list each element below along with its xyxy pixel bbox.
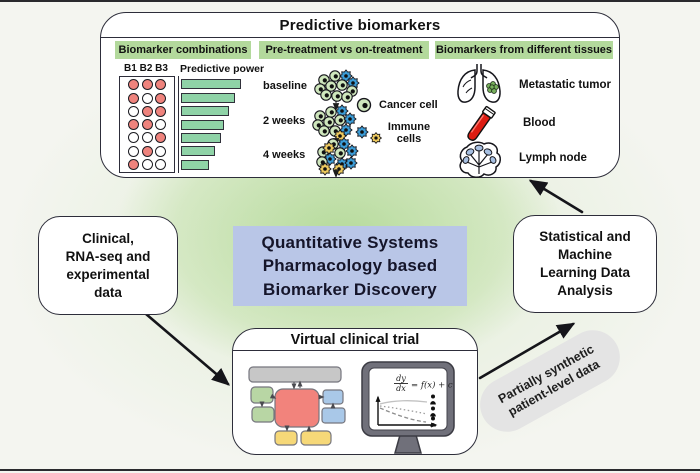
combo-grid-row [120, 145, 174, 157]
bottom-border-line [0, 469, 700, 471]
analysis-box: Statistical and Machine Learning Data An… [513, 215, 657, 313]
power-bar [181, 132, 222, 143]
biomarker-dot-on [128, 158, 139, 170]
tissue-label-metastatic-tumor: Metastatic tumor [519, 79, 612, 91]
biomarker-dot-on [141, 145, 153, 157]
biomarker-dot-off [155, 145, 166, 157]
power-bar [181, 79, 241, 90]
power-bar [181, 92, 235, 103]
model-flowchart [248, 366, 346, 446]
blood-tube-icon [467, 105, 496, 141]
equation-denominator: dx [396, 384, 406, 393]
predictive-biomarkers-panel: Predictive biomarkers Biomarker combinat… [100, 12, 620, 178]
combo-grid-row [120, 105, 174, 117]
equation-rhs: = f(x) + c [411, 380, 453, 391]
combo-grid-row [120, 92, 174, 104]
survival-curve-2 [379, 405, 428, 415]
arrow-trial-to-analysis [478, 322, 576, 380]
biomarker-dot-off [128, 145, 139, 157]
biomarker-dot-on [128, 79, 139, 91]
virtual-clinical-trial-box: Virtual clinical trial dy dx [232, 328, 478, 455]
power-bars [178, 76, 253, 173]
biomarker-dot-on [155, 132, 166, 144]
power-bar [181, 159, 210, 170]
tumor-cluster [486, 81, 499, 94]
biomarker-dot-on [155, 79, 166, 91]
biomarker-dot-off [128, 132, 139, 144]
biomarker-dot-on [128, 92, 139, 104]
predictive-power-label: Predictive power [180, 63, 265, 75]
simulation-monitor: dy dx = f(x) + c [361, 361, 455, 454]
tissue-label-lymph-node: Lymph node [519, 152, 587, 164]
cancer-cell-icon [356, 97, 372, 113]
survival-curve-1 [379, 400, 428, 405]
virtual-trial-title: Virtual clinical trial [233, 329, 477, 351]
biomarker-dot-on [128, 119, 139, 130]
panel-title: Predictive biomarkers [101, 13, 619, 38]
biomarker-dot-on [141, 119, 153, 130]
biomarker-dot-off [155, 119, 166, 130]
timepoint-2-weeks: 2 weeks [263, 115, 306, 127]
timepoint-baseline: baseline [263, 80, 308, 92]
combo-column-labels: B1 B2 B3 [124, 63, 168, 74]
immune-cells-label: Immune cells [387, 121, 431, 145]
combos-header: Biomarker combinations [115, 41, 251, 59]
combo-grid [119, 76, 175, 173]
main-title: Quantitative Systems Pharmacology based … [233, 226, 467, 306]
combo-grid-row [120, 158, 174, 170]
lungs-icon [457, 64, 501, 103]
biomarker-dot-off [141, 132, 153, 144]
biomarker-dot-off [141, 158, 153, 170]
combo-grid-row [120, 79, 174, 91]
biomarker-dot-off [141, 92, 153, 104]
arrow-data-to-trial [144, 312, 230, 386]
biomarker-dot-off [128, 105, 139, 117]
power-bar [181, 146, 216, 157]
tissue-label-blood: Blood [523, 117, 556, 129]
tumor-cell-clusters [312, 58, 386, 178]
tissues-header: Biomarkers from different tissues [435, 41, 613, 59]
combo-grid-row [120, 119, 174, 130]
biomarker-dot-off [155, 158, 166, 170]
treatment-header: Pre-treatment vs on-treatment [259, 41, 429, 59]
combo-grid-row [120, 132, 174, 144]
biomarker-dot-on [141, 105, 153, 117]
lymph-node-icon [459, 141, 501, 178]
top-border-line [0, 0, 700, 2]
biomarker-dot-on [155, 92, 166, 104]
biomarker-dot-on [141, 79, 153, 91]
monitor-stand [394, 434, 422, 454]
cancer-cell-label: Cancer cell [379, 99, 438, 111]
power-bar [181, 119, 225, 130]
power-bar [181, 106, 229, 117]
timepoint-4-weeks: 4 weeks [263, 149, 306, 161]
cell-cluster-2-weeks [312, 105, 356, 142]
biomarker-dot-on [155, 105, 166, 117]
input-data-box: Clinical, RNA-seq and experimental data [38, 216, 178, 315]
arrow-analysis-to-biomarkers [528, 179, 584, 214]
equation-numerator: dy [396, 374, 406, 383]
